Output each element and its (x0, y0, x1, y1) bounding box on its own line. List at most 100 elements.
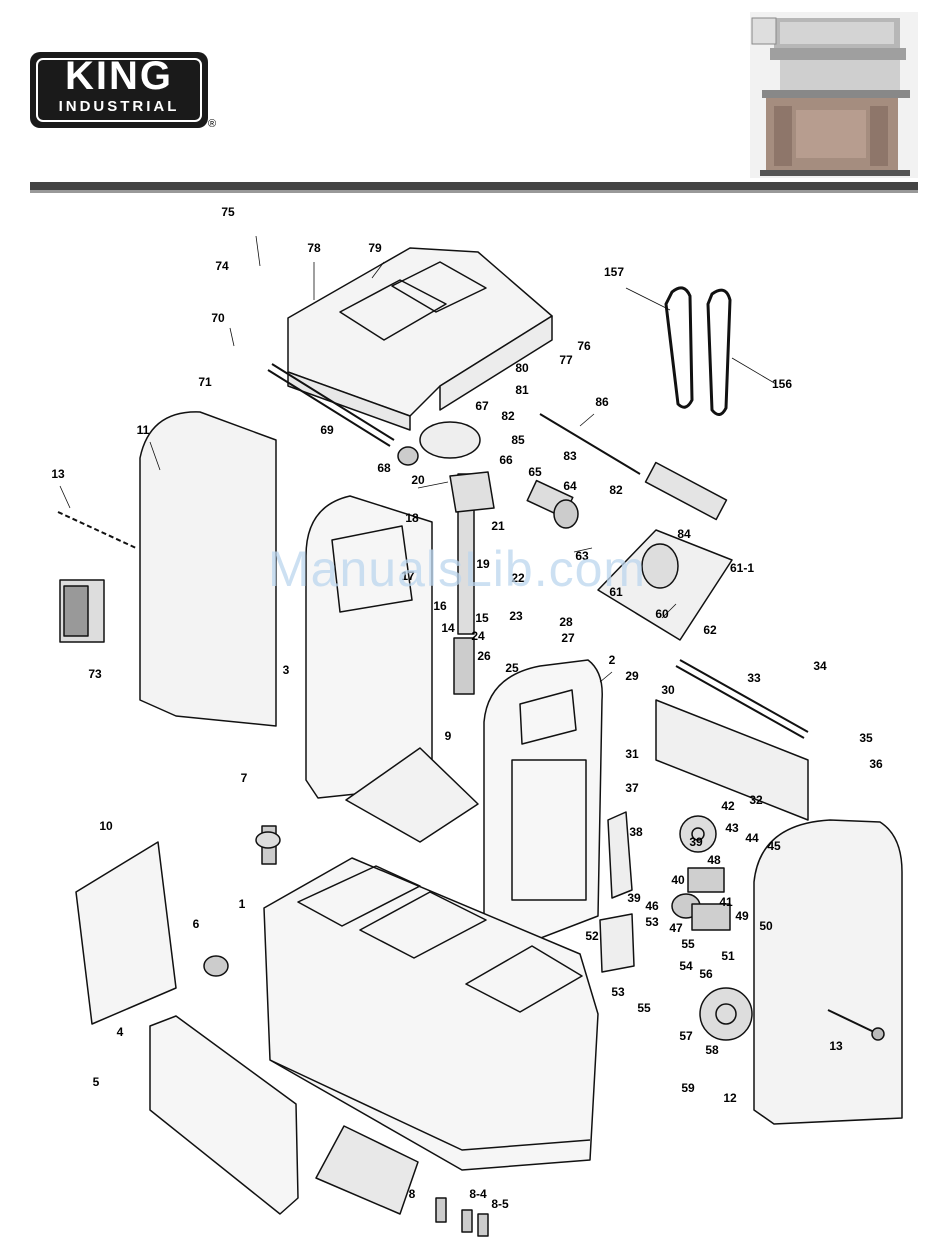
part-callout: 25 (505, 661, 519, 675)
part-callout: 78 (307, 241, 321, 255)
part-callout: 35 (859, 731, 873, 745)
logo-subtitle: INDUSTRIAL (58, 98, 180, 115)
part-callout: 83 (563, 449, 577, 463)
part-callout: 49 (735, 909, 749, 923)
part-callout: 18 (405, 511, 419, 525)
part-callout: 52 (585, 929, 599, 943)
part-callout: 8-4 (469, 1187, 487, 1201)
part-callout: 86 (595, 395, 609, 409)
part-callout: 5 (93, 1075, 100, 1089)
part-callout: 82 (609, 483, 623, 497)
part-callout: 34 (813, 659, 827, 673)
part-callout: 51 (721, 949, 735, 963)
part-callout: 55 (681, 937, 695, 951)
part-callout: 4 (117, 1025, 124, 1039)
part-callout: 8 (409, 1187, 416, 1201)
part-callout: 57 (679, 1029, 693, 1043)
part-callout: 38 (629, 825, 643, 839)
part-callout: 85 (511, 433, 525, 447)
part-callout: 64 (563, 479, 577, 493)
part-callout: 15 (475, 611, 489, 625)
header-rule-dark (30, 182, 918, 190)
part-callout: 65 (528, 465, 542, 479)
part-callout: 45 (767, 839, 781, 853)
part-callout: 11 (137, 423, 150, 437)
part-callout: 30 (661, 683, 675, 697)
part-callout: 62 (703, 623, 717, 637)
king-industrial-logo: KING INDUSTRIAL (30, 52, 208, 128)
part-callout: 20 (411, 473, 425, 487)
part-callout: 13 (51, 467, 65, 481)
part-callout: 80 (515, 361, 529, 375)
part-callout: 17 (401, 569, 415, 583)
part-callout: 76 (577, 339, 591, 353)
part-callout: 40 (671, 873, 685, 887)
part-callout: 46 (645, 899, 659, 913)
part-callout: 63 (575, 549, 589, 563)
part-callout: 8-5 (491, 1197, 509, 1211)
part-callout: 21 (491, 519, 505, 533)
part-callout: 47 (669, 921, 683, 935)
part-callout: 54 (679, 959, 693, 973)
part-callout: 12 (723, 1091, 737, 1105)
part-callout: 37 (625, 781, 639, 795)
part-callout: 42 (721, 799, 735, 813)
part-callout: 70 (211, 311, 225, 325)
part-callout: 66 (499, 453, 513, 467)
part-callout: 43 (725, 821, 739, 835)
part-callout: 23 (509, 609, 523, 623)
part-callout: 36 (869, 757, 883, 771)
part-callout: 32 (749, 793, 763, 807)
part-callout: 28 (559, 615, 573, 629)
logo-wordmark: KING (65, 54, 173, 98)
part-callout: 61-1 (730, 561, 754, 575)
part-callout: 53 (611, 985, 625, 999)
part-callout: 33 (747, 671, 761, 685)
part-callout: 56 (699, 967, 713, 981)
part-callout: 41 (719, 895, 733, 909)
part-callout: 53 (645, 915, 659, 929)
part-callout: 81 (515, 383, 529, 397)
watermark: ManualsLib.com (268, 541, 647, 597)
part-callout: 22 (511, 571, 525, 585)
part-callout: 9 (445, 729, 452, 743)
registered-mark: ® (208, 118, 217, 130)
part-callout: 7 (241, 771, 248, 785)
part-callout: 29 (625, 669, 639, 683)
part-callout: 26 (477, 649, 491, 663)
part-callout: 13 (829, 1039, 843, 1053)
part-callout: 48 (707, 853, 721, 867)
part-callout: 39 (689, 835, 703, 849)
part-callout: 10 (99, 819, 113, 833)
part-callout: 82 (501, 409, 515, 423)
part-callout: 50 (759, 919, 773, 933)
part-callout: 73 (88, 667, 102, 681)
logo-border (36, 58, 202, 122)
part-callout: 75 (221, 205, 235, 219)
part-callout: 19 (476, 557, 490, 571)
part-callout: 157 (604, 265, 624, 279)
part-callout: 60 (655, 607, 669, 621)
part-callout: 67 (475, 399, 489, 413)
part-callout: 58 (705, 1043, 719, 1057)
part-callout: 74 (215, 259, 229, 273)
planer-photo (750, 12, 918, 178)
part-callout: 1 (239, 897, 246, 911)
part-callout: 79 (368, 241, 382, 255)
part-callout: 14 (441, 621, 455, 635)
part-callout: 44 (745, 831, 759, 845)
part-callout: 6 (193, 917, 200, 931)
part-callout: 156 (772, 377, 792, 391)
part-callout: 3 (283, 663, 290, 677)
part-callout: 27 (561, 631, 575, 645)
part-callout: 61 (609, 585, 623, 599)
part-callout: 31 (625, 747, 639, 761)
part-callout: 2 (609, 653, 616, 667)
part-callout: 77 (559, 353, 573, 367)
part-callout: 39 (627, 891, 641, 905)
header-rule-light (30, 190, 918, 193)
part-callout: 71 (198, 375, 212, 389)
top-housing (287, 247, 553, 431)
part-callout: 16 (433, 599, 447, 613)
